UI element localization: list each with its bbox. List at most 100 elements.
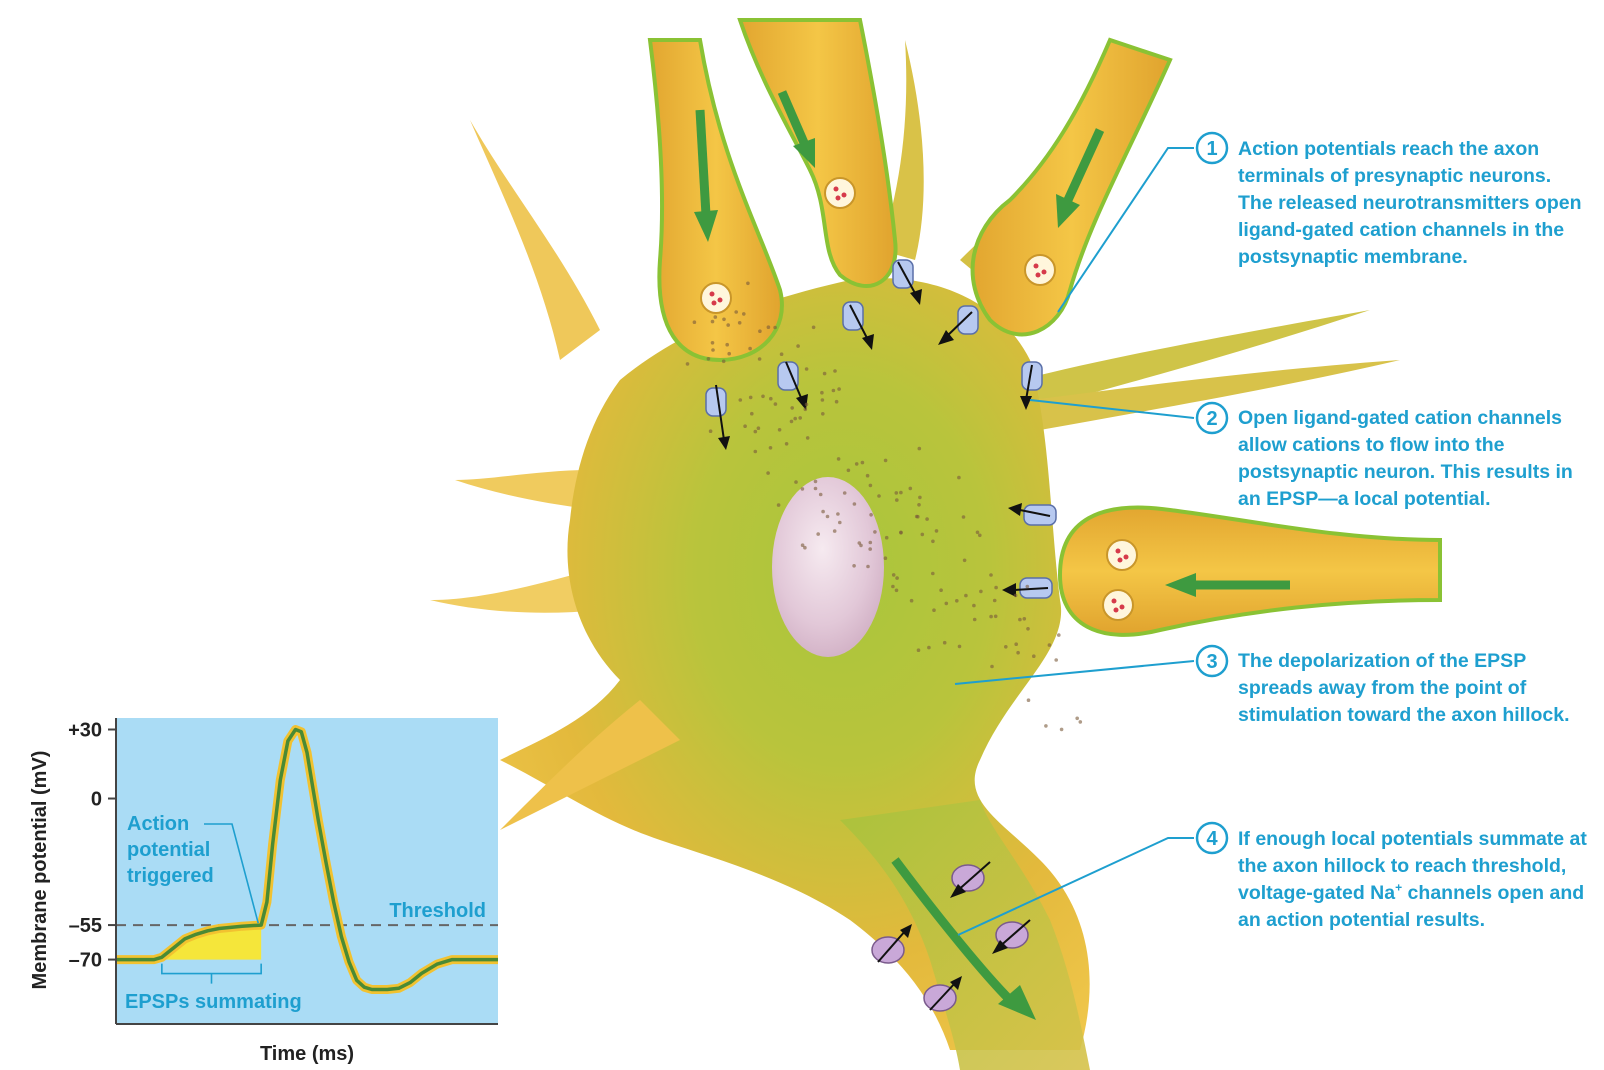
cation-dot	[1026, 627, 1030, 631]
cation-dot	[1059, 727, 1064, 732]
step-3-description: The depolarization of the EPSP spreads a…	[1238, 650, 1570, 726]
voltage-gated-channel	[992, 919, 1031, 954]
ligand-gated-channel	[1002, 577, 1053, 599]
step-4-text-end: channels open and an action potential re…	[1238, 882, 1585, 931]
voltage-gated-channel	[950, 861, 991, 898]
cation-dot	[925, 517, 929, 521]
nucleus	[772, 477, 884, 657]
cation-dot	[868, 547, 872, 551]
cation-dot	[803, 545, 807, 550]
cation-dot	[753, 429, 758, 434]
cation-dot	[1018, 617, 1022, 622]
cation-dot	[766, 325, 771, 330]
dendrite	[1030, 360, 1400, 430]
ligand-gated-channel	[892, 259, 922, 305]
cation-dot	[942, 640, 947, 645]
cation-dot	[776, 503, 781, 507]
cation-dot	[836, 457, 841, 461]
cation-dot	[710, 341, 715, 345]
cation-dot	[972, 603, 976, 608]
dendrite	[880, 40, 924, 260]
ligand-gated-channel	[842, 301, 874, 350]
axon-terminal	[647, 38, 784, 363]
cation-dot	[833, 369, 837, 373]
cation-dot	[891, 584, 895, 589]
cation-dot	[713, 315, 718, 319]
cation-dot	[727, 351, 731, 356]
dendrite	[470, 120, 600, 360]
dendrite	[1020, 310, 1370, 410]
cation-dot	[706, 357, 711, 361]
y-axis-title: Membrane potential (mV)	[29, 751, 51, 990]
cation-dot	[790, 406, 794, 410]
cation-dot	[894, 588, 899, 593]
leader-line	[957, 837, 1194, 936]
step-number: 3	[1206, 651, 1217, 673]
step-number: 4	[1206, 828, 1218, 850]
dendrite	[500, 700, 680, 830]
cation-dot	[756, 426, 761, 431]
leader-line	[954, 660, 1195, 685]
y-tick-label: 0	[91, 789, 102, 811]
cation-dot	[909, 598, 914, 603]
cation-dot	[1032, 654, 1036, 658]
cation-dot	[957, 475, 961, 480]
cation-dot	[766, 471, 770, 475]
cation-dot	[813, 479, 818, 484]
cation-dot	[868, 540, 873, 545]
cation-dot	[918, 495, 922, 500]
cation-dot	[989, 573, 993, 577]
cation-dot	[891, 573, 896, 577]
cation-dot	[992, 598, 997, 603]
step-1-description: Action potentials reach the axon termina…	[1238, 138, 1582, 268]
cation-dot	[1054, 658, 1058, 662]
cation-dot	[994, 585, 998, 590]
cation-dot	[773, 402, 778, 406]
step-4-description: If enough local potentials summate at th…	[1238, 826, 1588, 934]
cation-dot	[804, 367, 809, 371]
y-tick-label: –55	[69, 915, 102, 937]
cation-dot	[784, 442, 789, 446]
flow-arrow	[998, 985, 1036, 1020]
cation-dot	[895, 498, 899, 502]
cation-dot	[1016, 650, 1020, 655]
voltage-gated-channel	[923, 976, 962, 1012]
cation-dot	[1057, 633, 1061, 637]
cation-dot	[734, 310, 738, 314]
cation-dot	[789, 419, 794, 424]
cation-dot	[990, 664, 994, 669]
cation-dot	[914, 514, 919, 519]
step-marker-4: 4	[1195, 821, 1229, 855]
ligand-gated-channel	[777, 361, 808, 410]
axon-terminal	[970, 37, 1173, 337]
cation-dots	[685, 281, 1083, 732]
leader-line	[1029, 399, 1195, 419]
cation-dot	[768, 446, 773, 450]
cation-dot	[883, 556, 888, 560]
cation-dot	[894, 491, 899, 495]
step-4-text-start: If enough local potentials summate at th…	[1238, 828, 1587, 904]
cation-dot	[798, 416, 802, 420]
cation-dot	[750, 411, 754, 416]
epsp-bracket	[161, 963, 262, 984]
membrane-potential-chart: +300–55–70 Threshold Action potential tr…	[29, 718, 498, 1065]
cation-dot	[825, 514, 830, 519]
cation-dot	[748, 346, 752, 351]
cation-dot	[800, 487, 805, 491]
cation-dot	[955, 599, 959, 603]
cation-dot	[883, 458, 888, 463]
cation-dot	[773, 325, 777, 330]
cation-dot	[685, 362, 690, 366]
cation-dot	[917, 446, 922, 451]
cation-dot	[804, 402, 809, 407]
cation-dot	[831, 388, 836, 393]
sodium-charge-superscript: +	[1395, 880, 1403, 895]
axon-terminal	[737, 18, 898, 288]
cation-dot	[939, 588, 943, 592]
cation-dot	[711, 348, 715, 352]
y-tick-label: –70	[69, 950, 102, 972]
dendrite	[455, 470, 600, 510]
ligand-gated-channel	[705, 384, 730, 450]
flow-arrow	[777, 90, 810, 147]
cation-dot	[820, 398, 825, 402]
